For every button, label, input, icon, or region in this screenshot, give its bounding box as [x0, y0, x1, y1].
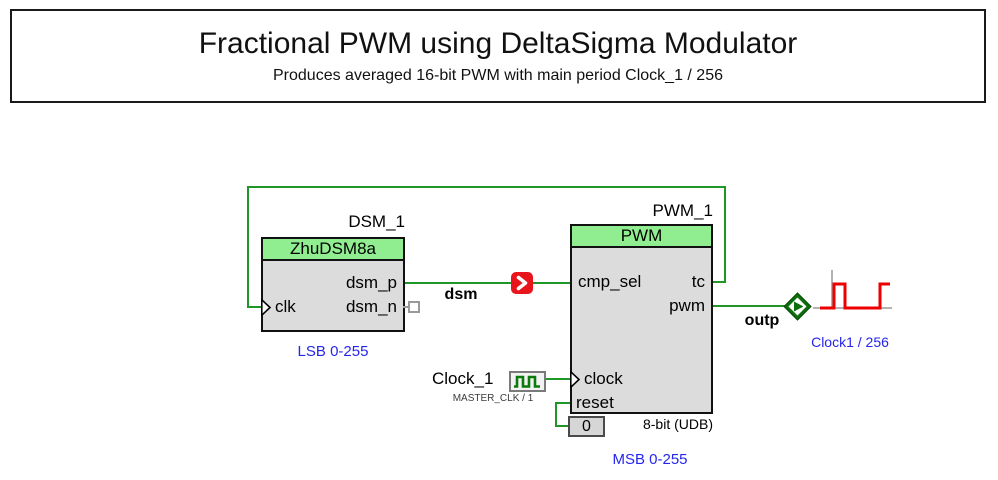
- pwm-impl-label: 8-bit (UDB): [642, 416, 713, 432]
- clock-input-chevron-icon: [570, 369, 581, 393]
- constant-zero-value: 0: [582, 418, 591, 435]
- wire-reset-vertical[interactable]: [555, 402, 557, 427]
- port-pwm: pwm: [669, 296, 705, 315]
- clock-source-name: Clock_1: [432, 369, 494, 388]
- port-reset: reset: [576, 393, 614, 412]
- pwm-caption: MSB 0-255: [612, 451, 688, 468]
- wire-pwm-net[interactable]: [711, 305, 786, 307]
- pwm-component[interactable]: PWM cmp_sel tc pwm clock reset: [570, 224, 713, 414]
- wire-clk-stub[interactable]: [247, 306, 263, 308]
- dsm-net-label[interactable]: dsm: [444, 286, 478, 303]
- wire-dsm-net[interactable]: [401, 282, 572, 284]
- constant-zero-block[interactable]: 0: [568, 416, 605, 437]
- wire-feedback-right[interactable]: [724, 186, 726, 283]
- outp-net-label[interactable]: outp: [744, 312, 780, 329]
- dsm-instance-name: DSM_1: [348, 212, 405, 231]
- pwm-instance-name: PWM_1: [652, 201, 713, 220]
- port-dsm-n: dsm_n: [345, 297, 397, 316]
- wire-clock-net[interactable]: [544, 378, 572, 380]
- port-dsm-p: dsm_p: [345, 273, 397, 292]
- pwm-header: PWM: [572, 226, 711, 248]
- output-caption: Clock1 / 256: [811, 334, 889, 350]
- dsm-header: ZhuDSM8a: [263, 239, 403, 261]
- schematic-title: Fractional PWM using DeltaSigma Modulato…: [198, 27, 798, 60]
- dsm-caption: LSB 0-255: [297, 343, 369, 360]
- dsm-n-open-terminal-icon[interactable]: [408, 301, 420, 313]
- wire-feedback-left[interactable]: [247, 186, 249, 308]
- output-waveform-icon: [810, 265, 898, 318]
- dsm-net-marker-icon[interactable]: [511, 272, 533, 294]
- dsm-n-stub: [403, 306, 409, 308]
- port-clk: clk: [275, 297, 296, 316]
- wire-constant-stub[interactable]: [555, 425, 569, 427]
- title-banner: Fractional PWM using DeltaSigma Modulato…: [10, 9, 986, 103]
- wire-reset-horizontal[interactable]: [555, 402, 572, 404]
- clk-input-chevron-icon: [261, 297, 272, 321]
- wire-feedback-top[interactable]: [247, 186, 726, 188]
- port-cmp-sel: cmp_sel: [578, 272, 642, 291]
- clock-source-detail: MASTER_CLK / 1: [452, 393, 534, 404]
- port-clock: clock: [584, 369, 623, 388]
- port-tc: tc: [691, 272, 705, 291]
- clock-waveform-icon[interactable]: [509, 371, 546, 397]
- dsm-component[interactable]: ZhuDSM8a clk dsm_p dsm_n: [261, 237, 405, 332]
- schematic-subtitle: Produces averaged 16-bit PWM with main p…: [273, 67, 723, 84]
- offchip-output-terminal-icon[interactable]: [783, 292, 812, 326]
- wire-tc-stub[interactable]: [711, 281, 726, 283]
